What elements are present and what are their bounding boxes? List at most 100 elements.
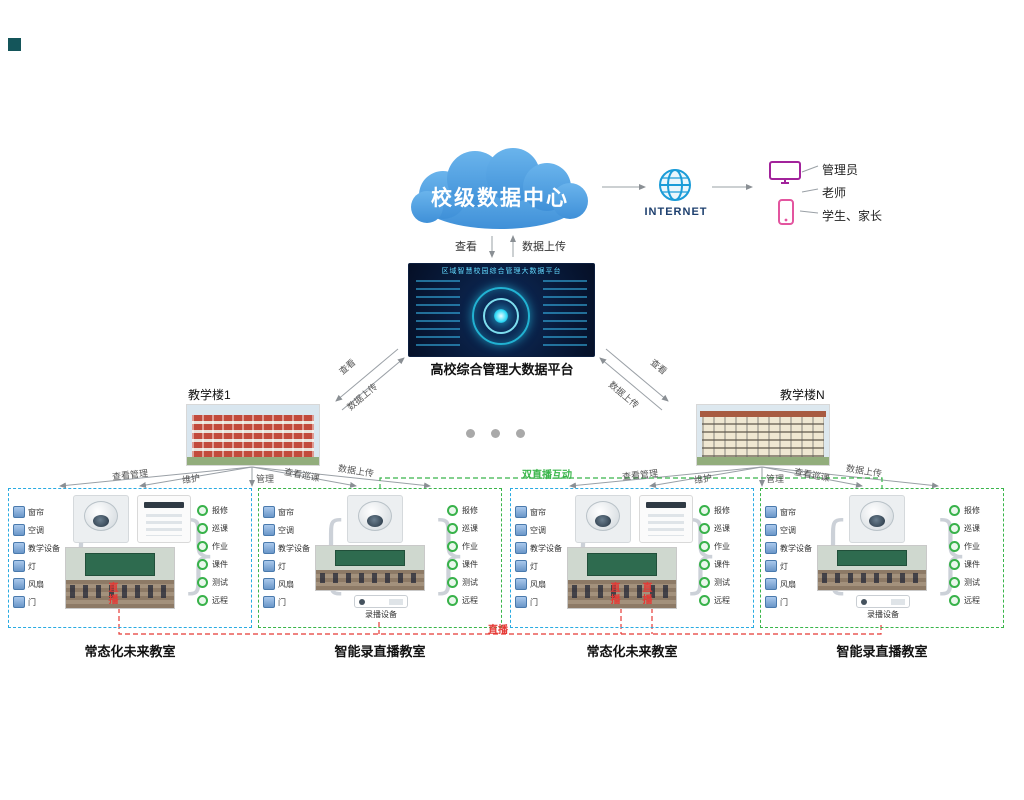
device-icon bbox=[13, 560, 25, 572]
device-icon bbox=[263, 542, 275, 554]
app-function-item: 巡课 bbox=[699, 519, 751, 537]
dashboard-ring-inner bbox=[483, 298, 519, 334]
function-icon bbox=[447, 558, 458, 570]
recorder-box bbox=[856, 595, 910, 608]
classroom-photo bbox=[315, 545, 425, 591]
app-function-item: 报修 bbox=[699, 501, 751, 519]
view-label-center: 查看 bbox=[455, 241, 477, 253]
building1-ground bbox=[187, 457, 319, 465]
function-label: 测试 bbox=[462, 577, 478, 587]
phone-icon bbox=[777, 198, 795, 231]
app-function-item: 巡课 bbox=[949, 519, 1001, 537]
recorder-caption: 录播设备 bbox=[867, 610, 899, 619]
device-label: 空调 bbox=[530, 525, 546, 535]
iot-device-item: 空调 bbox=[13, 521, 67, 539]
device-icon bbox=[765, 560, 777, 572]
device-label: 灯 bbox=[278, 561, 286, 571]
fan-label-l2: 维护 bbox=[181, 472, 201, 486]
cloud-shape bbox=[411, 148, 588, 229]
students bbox=[320, 573, 420, 583]
iot-device-list: 窗帘空调教学设备灯风扇门 bbox=[515, 503, 569, 611]
recorder-box bbox=[354, 595, 408, 608]
students bbox=[822, 573, 922, 583]
function-label: 远程 bbox=[212, 595, 228, 605]
function-label: 巡课 bbox=[964, 523, 980, 533]
function-icon bbox=[197, 576, 208, 588]
blackboard bbox=[335, 549, 405, 567]
camera-lens bbox=[367, 515, 383, 527]
cloud-label: 校级数据中心 bbox=[431, 187, 569, 210]
device-label: 灯 bbox=[780, 561, 788, 571]
dual-live-label: 双直播互动 bbox=[522, 470, 572, 481]
app-function-item: 远程 bbox=[447, 591, 499, 609]
device-label: 窗帘 bbox=[530, 507, 546, 517]
iot-device-item: 空调 bbox=[765, 521, 819, 539]
device-label: 门 bbox=[780, 597, 788, 607]
app-function-item: 作业 bbox=[447, 537, 499, 555]
function-icon bbox=[949, 522, 960, 534]
function-label: 作业 bbox=[212, 541, 228, 551]
device-label: 教学设备 bbox=[278, 543, 310, 553]
blackboard bbox=[85, 552, 155, 576]
function-icon bbox=[949, 558, 960, 570]
function-icon bbox=[699, 594, 710, 606]
function-label: 测试 bbox=[714, 577, 730, 587]
dashboard-left-widgets bbox=[416, 280, 460, 348]
function-label: 课件 bbox=[964, 559, 980, 569]
app-function-item: 作业 bbox=[699, 537, 751, 555]
app-function-item: 作业 bbox=[949, 537, 1001, 555]
app-function-item: 测试 bbox=[447, 573, 499, 591]
iot-device-item: 窗帘 bbox=[263, 503, 317, 521]
device-icon bbox=[263, 578, 275, 590]
classroom-photo bbox=[817, 545, 927, 591]
function-label: 远程 bbox=[964, 595, 980, 605]
function-icon bbox=[949, 540, 960, 552]
device-icon bbox=[765, 596, 777, 608]
device-icon bbox=[263, 560, 275, 572]
device-label: 风扇 bbox=[278, 579, 294, 589]
data-center-cloud: 校级数据中心 bbox=[395, 143, 605, 235]
iot-device-item: 风扇 bbox=[515, 575, 569, 593]
device-icon bbox=[13, 542, 25, 554]
app-function-list: 报修巡课作业课件测试远程 bbox=[447, 501, 499, 609]
device-label: 窗帘 bbox=[780, 507, 796, 517]
device-icon bbox=[515, 542, 527, 554]
app-function-item: 报修 bbox=[197, 501, 249, 519]
buildingN-label: 教学楼N bbox=[780, 388, 825, 402]
iot-device-item: 门 bbox=[515, 593, 569, 611]
app-function-item: 报修 bbox=[949, 501, 1001, 519]
dashboard-core-glow bbox=[494, 309, 508, 323]
device-icon bbox=[13, 596, 25, 608]
device-label: 风扇 bbox=[28, 579, 44, 589]
app-function-item: 课件 bbox=[949, 555, 1001, 573]
device-icon bbox=[515, 596, 527, 608]
function-label: 巡课 bbox=[212, 523, 228, 533]
fan-label-r2: 维护 bbox=[693, 472, 713, 486]
iot-device-item: 灯 bbox=[263, 557, 317, 575]
function-label: 课件 bbox=[462, 559, 478, 569]
classroom-photo bbox=[567, 547, 677, 609]
iot-device-item: 风扇 bbox=[263, 575, 317, 593]
fan-label-r5: 数据上传 bbox=[845, 463, 883, 479]
app-function-item: 巡课 bbox=[447, 519, 499, 537]
fan-label-r3: 管理 bbox=[766, 474, 785, 484]
iot-device-item: 风扇 bbox=[765, 575, 819, 593]
app-function-item: 课件 bbox=[699, 555, 751, 573]
building1-photo bbox=[186, 404, 320, 466]
live-label-bottom: 直播 bbox=[488, 625, 508, 636]
function-icon bbox=[197, 558, 208, 570]
app-function-item: 报修 bbox=[447, 501, 499, 519]
function-icon bbox=[949, 576, 960, 588]
recorder-caption: 录播设备 bbox=[365, 610, 397, 619]
platform-caption: 高校综合管理大数据平台 bbox=[430, 362, 574, 377]
live-label-3: 直播 bbox=[640, 582, 651, 606]
function-icon bbox=[447, 576, 458, 588]
device-icon bbox=[765, 524, 777, 536]
students bbox=[70, 585, 170, 599]
device-label: 窗帘 bbox=[28, 507, 44, 517]
iot-device-item: 风扇 bbox=[13, 575, 67, 593]
device-icon bbox=[515, 578, 527, 590]
